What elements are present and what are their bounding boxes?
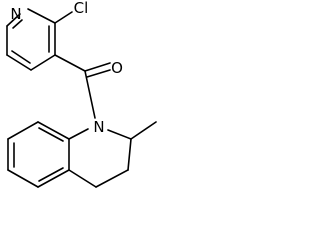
atom-label-chlorine: Cl <box>74 0 89 17</box>
bond-c4prime-c4a <box>68 169 97 188</box>
bond-c8a-c8 <box>37 121 70 140</box>
bond-c8a-n <box>68 128 89 140</box>
atom-label-carbonyl-o: O <box>111 59 123 77</box>
bond-c3-c4 <box>30 54 56 71</box>
bond-c6-c5 <box>7 169 39 188</box>
bond-c6-n1-inner <box>12 19 23 29</box>
atom-label-ring-n: N <box>93 118 104 136</box>
bond-n-c2prime <box>107 129 132 140</box>
atom-label-pyridine-n: N <box>10 5 21 23</box>
bond-carbonyl-o-second <box>86 69 111 78</box>
bond-c8a-c8-inner <box>38 127 64 142</box>
pyridine-ring <box>6 8 56 71</box>
benzene-ring <box>7 121 70 188</box>
bond-c5-c4a-inner <box>38 167 64 182</box>
bond-carbonyl-o <box>84 62 111 72</box>
structure-canvas: N Cl O N <box>0 0 180 211</box>
bond-c5-c4a <box>37 169 70 188</box>
bond-n1-c2 <box>27 8 56 24</box>
bond-c4-c5-inner <box>11 50 31 64</box>
bond-c3-carbonyl <box>54 54 86 72</box>
bond-c8-c7 <box>7 121 39 140</box>
bond-carbonyl-n <box>84 70 96 119</box>
bond-c4-c5 <box>6 54 32 71</box>
bond-c6-n1 <box>6 13 21 27</box>
bond-c2prime-c3prime <box>127 138 132 171</box>
bond-c2prime-methyl <box>130 121 157 140</box>
bond-c2-cl <box>54 11 73 24</box>
chemical-structure-diagram: N Cl O N <box>6 0 157 188</box>
bond-c3prime-c4prime <box>95 169 129 188</box>
